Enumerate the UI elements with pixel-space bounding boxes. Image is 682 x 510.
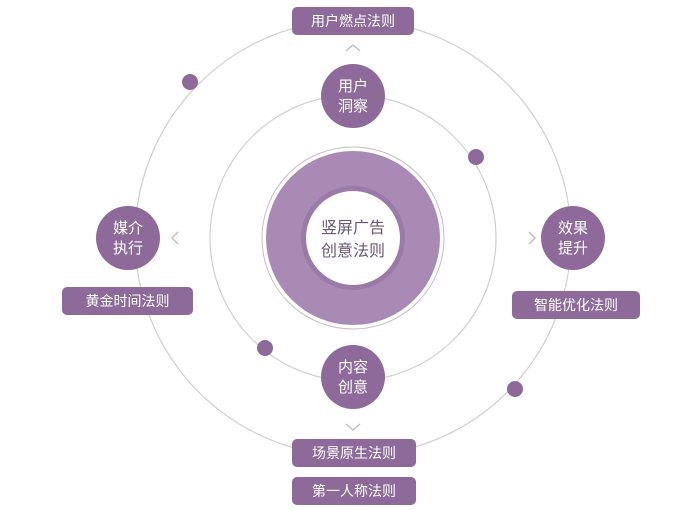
pill-right (512, 291, 640, 319)
node-top-label-line2: 洞察 (338, 97, 368, 115)
pill-left (62, 287, 193, 315)
node-bottom-label-line2: 创意 (338, 378, 368, 396)
node-right-label-line2: 提升 (558, 239, 588, 257)
node-left (96, 206, 160, 270)
orbit-dot (182, 74, 198, 90)
node-top-label-line1: 用户 (338, 77, 368, 95)
node-bottom-label-line1: 内容 (338, 358, 368, 376)
center-label-line1: 竖屏广告 (321, 218, 385, 237)
node-bottom (321, 345, 385, 409)
center-label-line2: 创意法则 (321, 241, 385, 260)
pill-bottom-1 (292, 439, 416, 467)
chevron-right-icon (528, 231, 536, 245)
node-right (541, 206, 605, 270)
pill-top (292, 7, 414, 35)
pill-bottom-2 (292, 477, 416, 505)
center-disc (306, 191, 400, 285)
pill-left-label: 黄金时间法则 (86, 293, 170, 310)
orbit-dot (507, 381, 523, 397)
chevron-up-icon (345, 44, 361, 52)
chevron-down-icon (345, 423, 361, 431)
chevron-left-icon (171, 231, 179, 245)
node-right-label-line1: 效果 (558, 219, 588, 237)
orbit-dot (468, 149, 484, 165)
pill-right-label: 智能优化法则 (534, 298, 618, 314)
orbit-dot (257, 340, 273, 356)
pill-top-label: 用户燃点法则 (311, 13, 395, 30)
node-left-label-line1: 媒介 (113, 219, 143, 237)
pill-bottom-1-label: 场景原生法则 (312, 446, 396, 462)
node-top (321, 64, 385, 128)
pill-bottom-2-label: 第一人称法则 (312, 483, 396, 500)
center-halo (261, 146, 445, 330)
node-left-label-line2: 执行 (113, 239, 143, 257)
